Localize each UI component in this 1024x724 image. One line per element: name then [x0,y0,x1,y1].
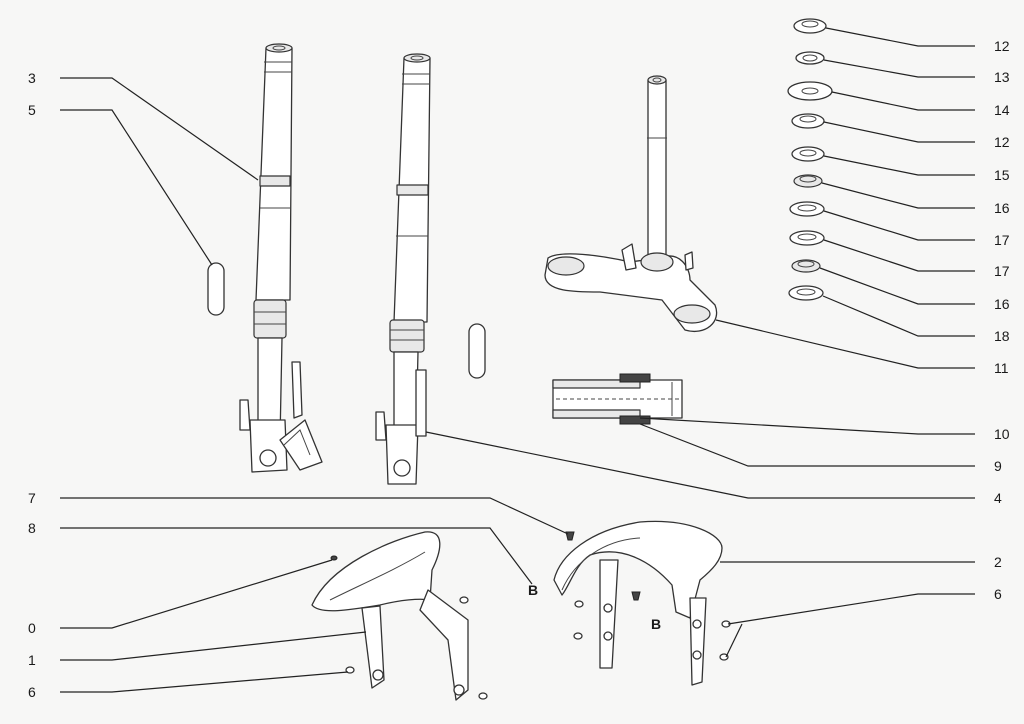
callout-6-left: 6 [28,684,36,700]
steering-stem-lower-crown [544,75,718,332]
callout-4: 4 [994,490,1002,506]
callout-17-top: 17 [994,232,1010,248]
callout-15: 15 [994,167,1010,183]
fork-leg-right [375,53,431,485]
fork-leg-left [239,43,323,473]
callout-0: 0 [28,620,36,636]
callout-2: 2 [994,554,1002,570]
callout-5: 5 [28,102,36,118]
mark-b-right: B [651,616,662,632]
callout-17-second: 17 [994,263,1010,279]
callout-16-top: 16 [994,200,1010,216]
damper-cartridge-section [552,373,683,425]
slide-pad-right [468,323,486,379]
callout-12-second: 12 [994,134,1010,150]
callout-1: 1 [28,652,36,668]
leader-lines-left [60,77,569,693]
callout-7: 7 [28,490,36,506]
front-fender-right [553,520,731,686]
callout-6-right: 6 [994,586,1002,602]
callout-12-top: 12 [994,38,1010,54]
callout-13: 13 [994,69,1010,85]
callout-3: 3 [28,70,36,86]
callout-10: 10 [994,426,1010,442]
callout-11: 11 [994,360,1009,376]
mark-b-left: B [528,582,539,598]
leader-lines-right [425,27,975,658]
front-fender-left [311,531,488,701]
callout-9: 9 [994,458,1002,474]
callout-18: 18 [994,328,1010,344]
slide-pad-left [207,262,225,316]
callout-14: 14 [994,102,1010,118]
callout-16-second: 16 [994,296,1010,312]
bearing-stack [787,18,833,301]
callout-8: 8 [28,520,36,536]
